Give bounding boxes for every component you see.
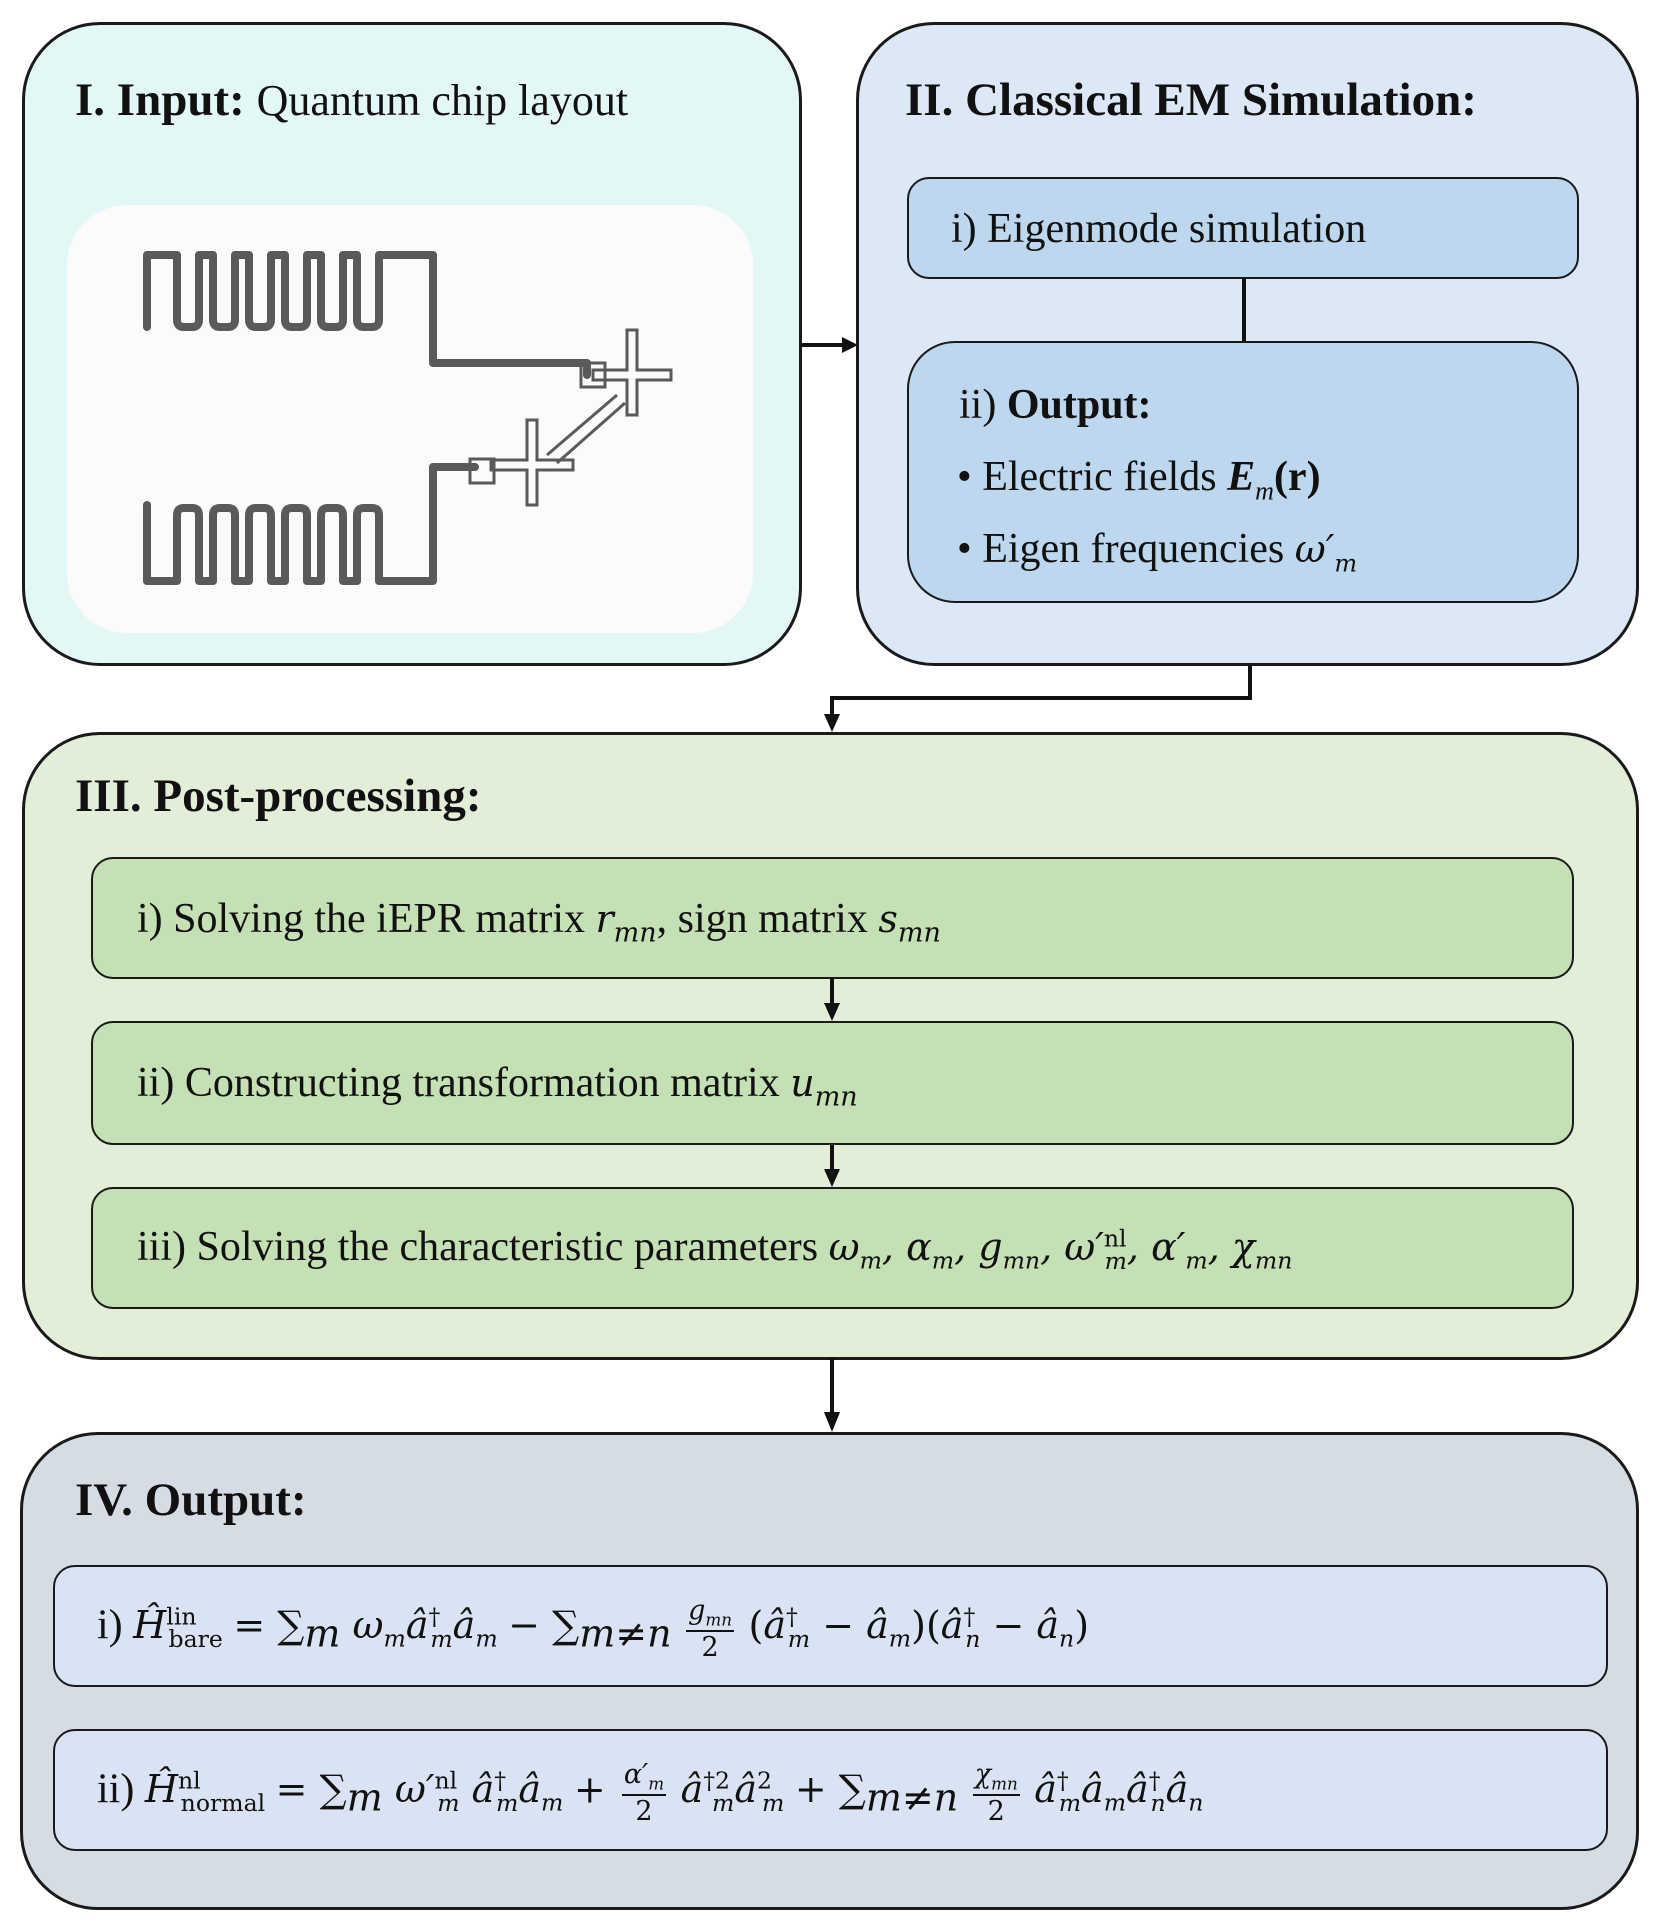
- output-panel: IV. Output: i) Ĥlinbare = ∑m ωmâ†mâm − ∑…: [20, 1432, 1639, 1910]
- bullet-dot-icon: •: [957, 526, 972, 572]
- characteristic-parameters-math: ωm, αm, gmn, ω′nlm, α′m, χmn: [828, 1224, 1293, 1275]
- input-panel-title: I. Input: Quantum chip layout: [75, 73, 628, 127]
- arrow-input-to-simulation: [802, 337, 858, 353]
- iepr-matrix-box: i) Solving the iEPR matrix rmn, sign mat…: [91, 857, 1574, 979]
- input-panel: I. Input: Quantum chip layout: [22, 22, 802, 666]
- postprocessing-panel-title: III. Post-processing:: [75, 770, 482, 822]
- chip-layout-area: [67, 205, 753, 633]
- arrow-simulation-to-postprocessing: [824, 666, 1252, 732]
- arrow-step2-to-step3: [824, 1145, 840, 1187]
- electric-fields-item: • Electric fields Em(r): [957, 454, 1321, 506]
- eigen-frequencies-item: • Eigen frequencies ω′m: [957, 526, 1358, 578]
- input-title-bold: I. Input:: [75, 74, 245, 126]
- simulation-output-heading: ii) Output:: [959, 382, 1152, 428]
- quantum-chip-icon: [143, 251, 673, 585]
- transformation-matrix-label: ii) Constructing transformation matrix u…: [137, 1060, 858, 1113]
- arrow-postprocessing-to-output: [824, 1358, 840, 1432]
- iepr-matrix-label: i) Solving the iEPR matrix rmn, sign mat…: [137, 896, 941, 949]
- simulation-panel: II. Classical EM Simulation: i) Eigenmod…: [856, 22, 1639, 666]
- eigenmode-simulation-box: i) Eigenmode simulation: [907, 177, 1579, 279]
- output-panel-title: IV. Output:: [75, 1474, 307, 1526]
- simulation-panel-title: II. Classical EM Simulation:: [905, 74, 1477, 126]
- transformation-matrix-box: ii) Constructing transformation matrix u…: [91, 1021, 1574, 1145]
- arrow-step1-to-step2: [824, 979, 840, 1021]
- bullet-dot-icon: •: [957, 454, 972, 500]
- input-title-rest: Quantum chip layout: [256, 76, 629, 125]
- simulation-output-box: ii) Output: • Electric fields Em(r) • Ei…: [907, 341, 1579, 603]
- postprocessing-panel: III. Post-processing: i) Solving the iEP…: [22, 732, 1639, 1360]
- characteristic-parameters-label: iii) Solving the characteristic paramete…: [137, 1224, 1293, 1275]
- eigenmode-simulation-label: i) Eigenmode simulation: [951, 206, 1367, 252]
- characteristic-parameters-box: iii) Solving the characteristic paramete…: [91, 1187, 1574, 1309]
